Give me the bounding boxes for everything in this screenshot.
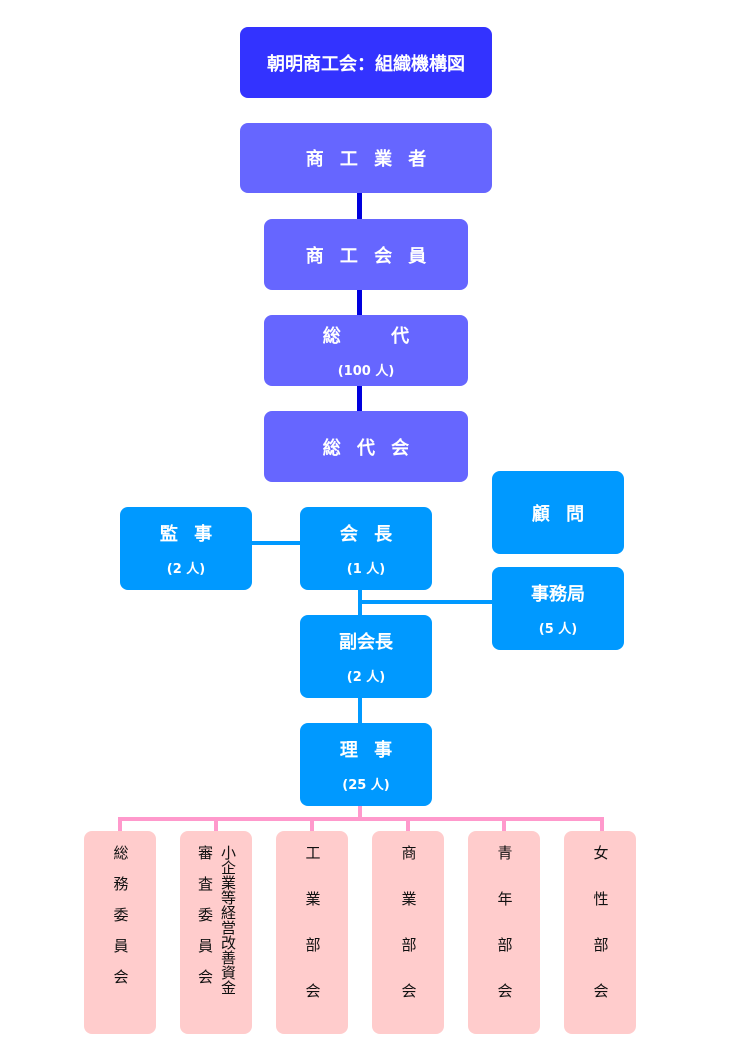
node-sodai: 総 代 (100 人) bbox=[264, 315, 468, 386]
node-label: 事務局 bbox=[531, 584, 585, 605]
node-kanji: 監事 (2 人) bbox=[120, 507, 252, 590]
node-label: 商工会員 bbox=[305, 245, 443, 267]
connector-line bbox=[357, 193, 362, 219]
committee-shinsa: 小企業等経営改善資金 審査委員会 bbox=[180, 831, 252, 1034]
node-label: 総 代 bbox=[322, 326, 426, 347]
node-riji: 理事 (25 人) bbox=[300, 723, 432, 806]
connector-line bbox=[600, 817, 604, 831]
connector-line bbox=[358, 697, 362, 723]
node-label: 副会長 bbox=[339, 632, 393, 653]
connector-line bbox=[358, 805, 362, 819]
connector-line bbox=[118, 817, 122, 831]
node-shokogyosha: 商工業者 bbox=[240, 123, 492, 193]
chart-title: 朝明商工会：組織機構図 bbox=[240, 27, 492, 98]
connector-line bbox=[310, 817, 314, 831]
committee-kogyo: 工業部会 bbox=[276, 831, 348, 1034]
committee-label: 審査委員会 bbox=[196, 845, 214, 1000]
node-komon: 顧問 bbox=[492, 471, 624, 554]
node-label: 監事 bbox=[159, 524, 229, 545]
committee-label: 総務委員会 bbox=[111, 845, 130, 1000]
connector-line bbox=[406, 817, 410, 831]
connector-line bbox=[214, 817, 218, 831]
node-count: (100 人) bbox=[337, 364, 395, 379]
committee-label: 青年部会 bbox=[495, 845, 514, 1029]
connector-line bbox=[357, 386, 362, 411]
connector-line bbox=[251, 541, 301, 545]
node-label: 総代会 bbox=[322, 437, 426, 459]
node-count: (25 人) bbox=[342, 778, 390, 793]
connector-line bbox=[358, 600, 493, 604]
node-count: (2 人) bbox=[346, 670, 386, 685]
node-kaicho: 会長 (1 人) bbox=[300, 507, 432, 590]
connector-line bbox=[118, 817, 604, 821]
committee-shogyo: 商業部会 bbox=[372, 831, 444, 1034]
committee-somu: 総務委員会 bbox=[84, 831, 156, 1034]
node-jimukyoku: 事務局 (5 人) bbox=[492, 567, 624, 650]
committee-seinen: 青年部会 bbox=[468, 831, 540, 1034]
committee-josei: 女性部会 bbox=[564, 831, 636, 1034]
connector-line bbox=[357, 290, 362, 315]
node-count: (5 人) bbox=[538, 622, 578, 637]
chart-title-text: 朝明商工会：組織機構図 bbox=[267, 53, 465, 75]
node-count: (1 人) bbox=[346, 562, 386, 577]
committee-sublabel: 小企業等経営改善資金 bbox=[219, 845, 237, 995]
node-sodaikai: 総代会 bbox=[264, 411, 468, 482]
node-label: 商工業者 bbox=[305, 149, 443, 170]
node-count: (2 人) bbox=[166, 562, 206, 577]
committee-label: 商業部会 bbox=[399, 845, 418, 1029]
node-label: 顧問 bbox=[531, 503, 601, 525]
connector-line bbox=[502, 817, 506, 831]
node-shokokaiin: 商工会員 bbox=[264, 219, 468, 290]
committee-label: 工業部会 bbox=[303, 845, 322, 1029]
committee-label: 女性部会 bbox=[591, 845, 610, 1029]
committee-label-group: 小企業等経営改善資金 審査委員会 bbox=[196, 845, 237, 1000]
node-label: 理事 bbox=[339, 740, 409, 761]
node-label: 会長 bbox=[339, 524, 409, 545]
node-fukukaicho: 副会長 (2 人) bbox=[300, 615, 432, 698]
